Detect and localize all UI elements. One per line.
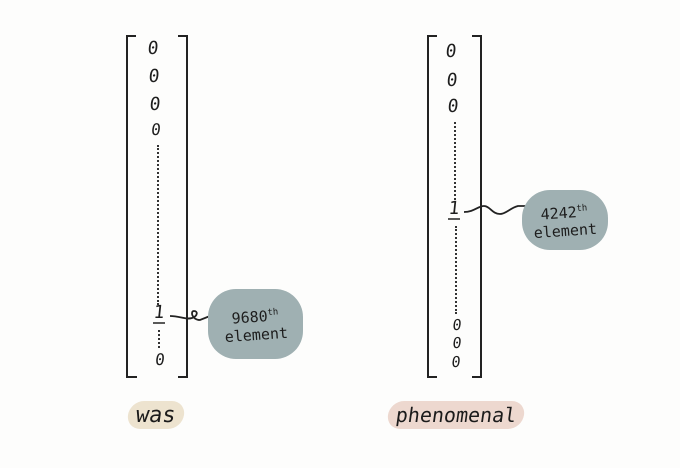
vector-ellipsis-dots — [157, 145, 159, 305]
vector-entry-zero: 0 — [451, 316, 463, 334]
vector-entry-zero: 0 — [451, 334, 463, 352]
word-label-phenomenal: phenomenal — [386, 401, 527, 429]
vector-ellipsis-dots — [455, 226, 457, 314]
vector-entry-one: 1 — [152, 302, 166, 323]
vector-entry-zero: 0 — [146, 38, 160, 59]
vector-entry-zero: 0 — [148, 94, 162, 115]
vector-entry-one: 1 — [447, 198, 461, 219]
index-annotation-bubble: 9680th element — [208, 289, 303, 359]
vector-entry-zero: 0 — [446, 96, 460, 117]
index-caption: element — [533, 219, 598, 242]
index-number: 4242 — [540, 202, 578, 224]
vector-entry-zero: 0 — [154, 350, 166, 369]
right-vector-open-bracket — [427, 35, 437, 378]
index-number: 9680 — [230, 306, 269, 328]
index-annotation-bubble: 4242th element — [522, 190, 608, 250]
ordinal-suffix: th — [267, 306, 279, 318]
left-connector-line — [169, 310, 211, 321]
ordinal-suffix: th — [576, 202, 589, 214]
word-label-was: was — [126, 401, 186, 429]
vector-ellipsis-dots — [158, 330, 160, 348]
vector-entry-zero: 0 — [150, 120, 162, 139]
index-caption: element — [224, 323, 289, 346]
vector-entry-zero: 0 — [450, 353, 462, 371]
vector-ellipsis-dots — [454, 122, 456, 200]
vector-entry-zero: 0 — [445, 70, 459, 91]
left-vector-close-bracket — [178, 35, 188, 378]
right-connector-line — [463, 205, 526, 215]
vector-entry-zero: 0 — [444, 41, 458, 62]
left-vector-open-bracket — [126, 35, 137, 378]
vector-entry-zero: 0 — [147, 66, 161, 87]
